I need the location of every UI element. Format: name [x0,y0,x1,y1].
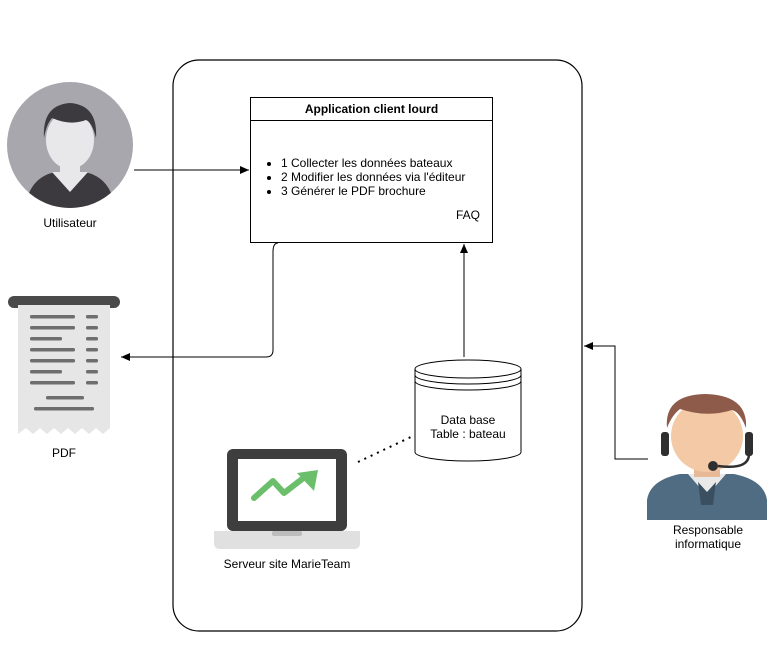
application-title: Application client lourd [251,98,492,121]
database-label-line2: Table : bateau [430,427,506,441]
admin-to-system-arrow [584,342,648,460]
application-box: Application client lourd 1 Collecter les… [250,97,493,243]
admin-label-line2: informatique [674,537,742,551]
database-label-line1: Data base [440,413,496,427]
app-to-pdf-arrow [121,242,279,361]
list-item: 2 Modifier les données via l'éditeur [281,170,465,184]
database-label: Data base Table : bateau [415,413,521,441]
pdf-label: PDF [52,446,76,460]
admin-label: Responsable informatique [648,523,768,551]
admin-label-line1: Responsable [672,523,744,537]
pdf-document-icon [8,296,120,434]
admin-support-icon [647,394,767,520]
laptop-server-icon [214,449,360,549]
database-cylinder-icon [414,359,522,462]
list-item: 1 Collecter les données bateaux [281,156,465,170]
server-label: Serveur site MarieTeam [223,557,351,571]
server-db-link [357,435,414,463]
user-avatar-icon [7,82,133,208]
list-item: 3 Générer le PDF brochure [281,184,465,198]
user-label: Utilisateur [43,216,97,230]
faq-label: FAQ [456,208,481,222]
application-steps-list: 1 Collecter les données bateaux 2 Modifi… [251,156,465,198]
system-boundary [172,59,583,632]
